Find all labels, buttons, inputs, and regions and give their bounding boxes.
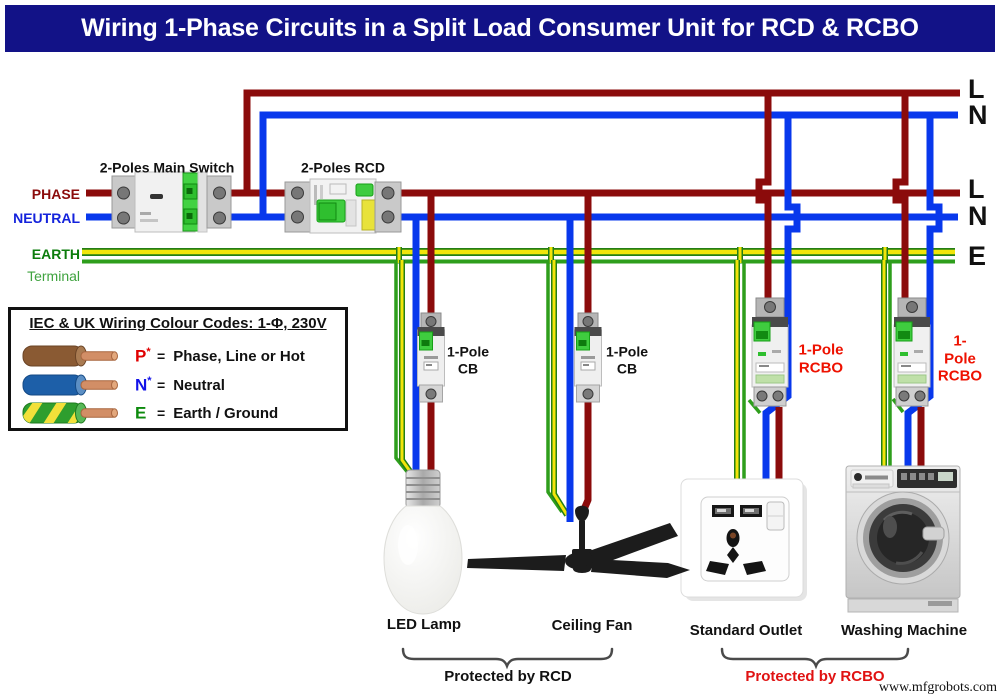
protected-by-rcd-label: Protected by RCD — [444, 668, 572, 686]
led-lamp-image — [383, 469, 463, 615]
rail-label-earth: E — [968, 241, 987, 272]
rcbo1-label: 1-Pole RCBO — [798, 341, 844, 376]
rail-label-line-top: L — [968, 74, 985, 105]
cb2-breaker — [574, 312, 602, 403]
legend-title: IEC & UK Wiring Colour Codes: 1-Φ, 230V — [29, 315, 327, 332]
legend-row-phase: P* = Phase, Line or Hot — [21, 343, 305, 369]
legend-desc-phase: Phase, Line or Hot — [173, 347, 305, 365]
standard-outlet-image — [680, 478, 807, 601]
phase-label: PHASE — [31, 186, 80, 202]
earth-terminal-label: Terminal — [27, 268, 80, 284]
washing-machine-label: Washing Machine — [840, 622, 968, 640]
main-switch-label: 2-Poles Main Switch — [99, 159, 235, 176]
legend-symbol-neutral: N* — [135, 374, 152, 395]
legend-row-neutral: N* = Neutral — [21, 372, 225, 398]
rail-label-neutral-mid: N — [968, 201, 988, 232]
legend-row-earth: E = Earth / Ground — [21, 400, 278, 426]
brown-wire-icon — [22, 345, 118, 367]
rcbo2-breaker — [893, 297, 931, 407]
legend-equals: = — [157, 377, 166, 393]
protected-by-rcbo-label: Protected by RCBO — [745, 668, 885, 686]
cb1-label: 1-Pole CB — [446, 343, 490, 376]
legend-equals: = — [157, 405, 166, 421]
watermark-text: www.mfgrobots.com — [878, 680, 997, 695]
earth-drop-wires — [394, 260, 905, 517]
washing-machine-image — [845, 465, 961, 613]
led-lamp-label: LED Lamp — [386, 616, 462, 634]
rcd-label: 2-Poles RCD — [300, 159, 386, 176]
green-yellow-wire-icon — [22, 402, 118, 424]
rcbo2-label: 1-Pole RCBO — [937, 332, 983, 385]
standard-outlet-label: Standard Outlet — [689, 622, 803, 640]
blue-wire-icon — [22, 374, 118, 396]
rcd-breaker-icon — [284, 178, 402, 234]
legend-desc-earth: Earth / Ground — [173, 404, 279, 422]
rcbo-circuit-wires — [755, 93, 943, 479]
protected-braces — [401, 647, 910, 670]
page-title: Wiring 1-Phase Circuits in a Split Load … — [5, 5, 995, 52]
neutral-label: NEUTRAL — [13, 210, 80, 226]
ceiling-fan-image — [467, 505, 690, 578]
rcbo1-breaker — [751, 297, 789, 407]
cb1-breaker — [417, 312, 445, 403]
main-switch-breaker-icon — [111, 171, 232, 233]
earth-bus-wires — [82, 247, 955, 264]
colour-code-legend: IEC & UK Wiring Colour Codes: 1-Φ, 230V … — [8, 307, 348, 431]
legend-symbol-phase: P* — [135, 345, 151, 366]
legend-equals: = — [157, 348, 166, 364]
earth-label: EARTH — [31, 246, 80, 262]
legend-symbol-earth: E — [135, 403, 147, 423]
legend-desc-neutral: Neutral — [173, 376, 225, 394]
cb2-label: 1-Pole CB — [605, 343, 649, 376]
ceiling-fan-label: Ceiling Fan — [551, 617, 633, 635]
rail-label-line-mid: L — [968, 174, 985, 205]
rail-label-neutral-top: N — [968, 100, 988, 131]
